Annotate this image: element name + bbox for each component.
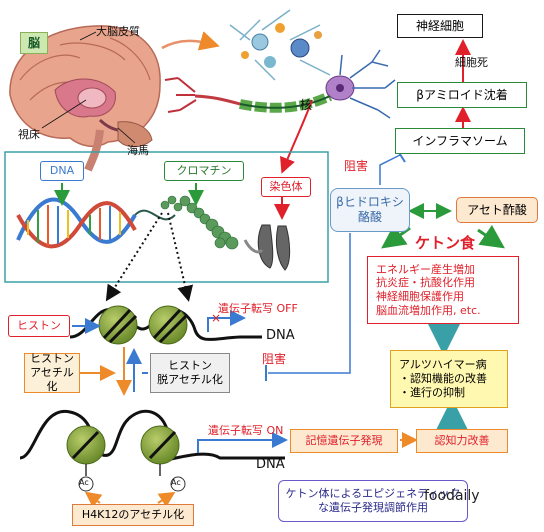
cognition-box: 認知力改善: [416, 429, 508, 453]
bhb-box: βヒドロキシ 酪酸: [330, 188, 410, 232]
nucleus-to-chromosome-arrow: [280, 99, 313, 174]
ketogenic-diet-label: ケトン食: [415, 234, 476, 252]
brain-illustration: [9, 25, 161, 172]
effects-box: エネルギー産生増加 抗炎症・抗酸化作用 神経細胞保護作用 脳血流増加作用, et…: [367, 256, 519, 324]
dna-bottom-label: DNA: [256, 457, 285, 472]
inhibition-label-1: 阻害: [344, 159, 369, 173]
h4k12-arrow-right: [157, 491, 176, 508]
transcription-off-arrow: [207, 310, 246, 332]
open-chromatin: [19, 409, 285, 492]
acetoacetate-box: アセト酢酸: [456, 197, 538, 223]
neuron-cluster: [229, 9, 331, 81]
bhb-inhibition-line: [268, 233, 351, 374]
transcription-off-label: 遺伝子転写 OFF: [218, 302, 298, 315]
brain-title: 脳: [20, 32, 48, 54]
hippocampus-label: 海馬: [127, 144, 149, 157]
h4k12-box: H4K12のアセチル化: [72, 504, 194, 526]
acetyl-tag-1: Ac: [79, 478, 89, 487]
dna-helix: [16, 197, 176, 249]
nucleus-label: 核: [300, 98, 313, 112]
alzheimer-box: アルツハイマー病 ・認知機能の改善 ・進行の抑制: [390, 350, 508, 408]
thalamus-label: 視床: [18, 128, 40, 141]
chromosome-label: 染色体: [261, 177, 311, 197]
cortex-label: 大脳皮質: [96, 25, 140, 38]
amyloid-box: βアミロイド沈着: [397, 82, 527, 108]
acetylation-box: ヒストン アセチル化: [24, 352, 80, 393]
zoom-line-left: [105, 212, 163, 302]
transcription-on-arrow: [197, 432, 288, 453]
chromosome: [243, 224, 291, 271]
bhb-inflammasome-inhibition: [379, 154, 401, 185]
brain-to-neurons-arrow: [161, 31, 220, 51]
neuron-box: 神経細胞: [397, 14, 483, 38]
histone-label: ヒストン: [8, 315, 70, 337]
chromatin-label: クロマチン: [164, 161, 244, 181]
chromatin-beads: [160, 195, 239, 250]
summary-box: ケトン体によるエピジェネティック な遺伝子発現調節作用: [278, 480, 468, 522]
inflammasome-box: インフラマソーム: [395, 128, 525, 154]
blocked-x-mark: ×: [211, 311, 221, 325]
zoom-line-right: [167, 212, 194, 302]
chromatin-panel-frame: [4, 151, 329, 283]
memory-genes-box: 記憶遺伝子発現: [290, 429, 398, 453]
diet-to-acetoacetate-arrow: [477, 224, 505, 249]
cell-death-label: 細胞死: [455, 56, 488, 69]
dna-label: DNA: [40, 161, 84, 181]
condensed-chromatin: [69, 305, 262, 345]
deacetylation-box: ヒストン 脱アセチル化: [150, 353, 230, 393]
acetyl-tag-2: Ac: [171, 478, 181, 487]
long-neuron: [164, 49, 396, 119]
inhibition-label-2: 阻害: [262, 352, 287, 366]
transcription-on-label: 遺伝子転写 ON: [208, 424, 284, 437]
dna-top-label: DNA: [266, 328, 295, 343]
watermark: foodaily: [424, 488, 480, 504]
h4k12-arrow-left: [84, 491, 103, 508]
